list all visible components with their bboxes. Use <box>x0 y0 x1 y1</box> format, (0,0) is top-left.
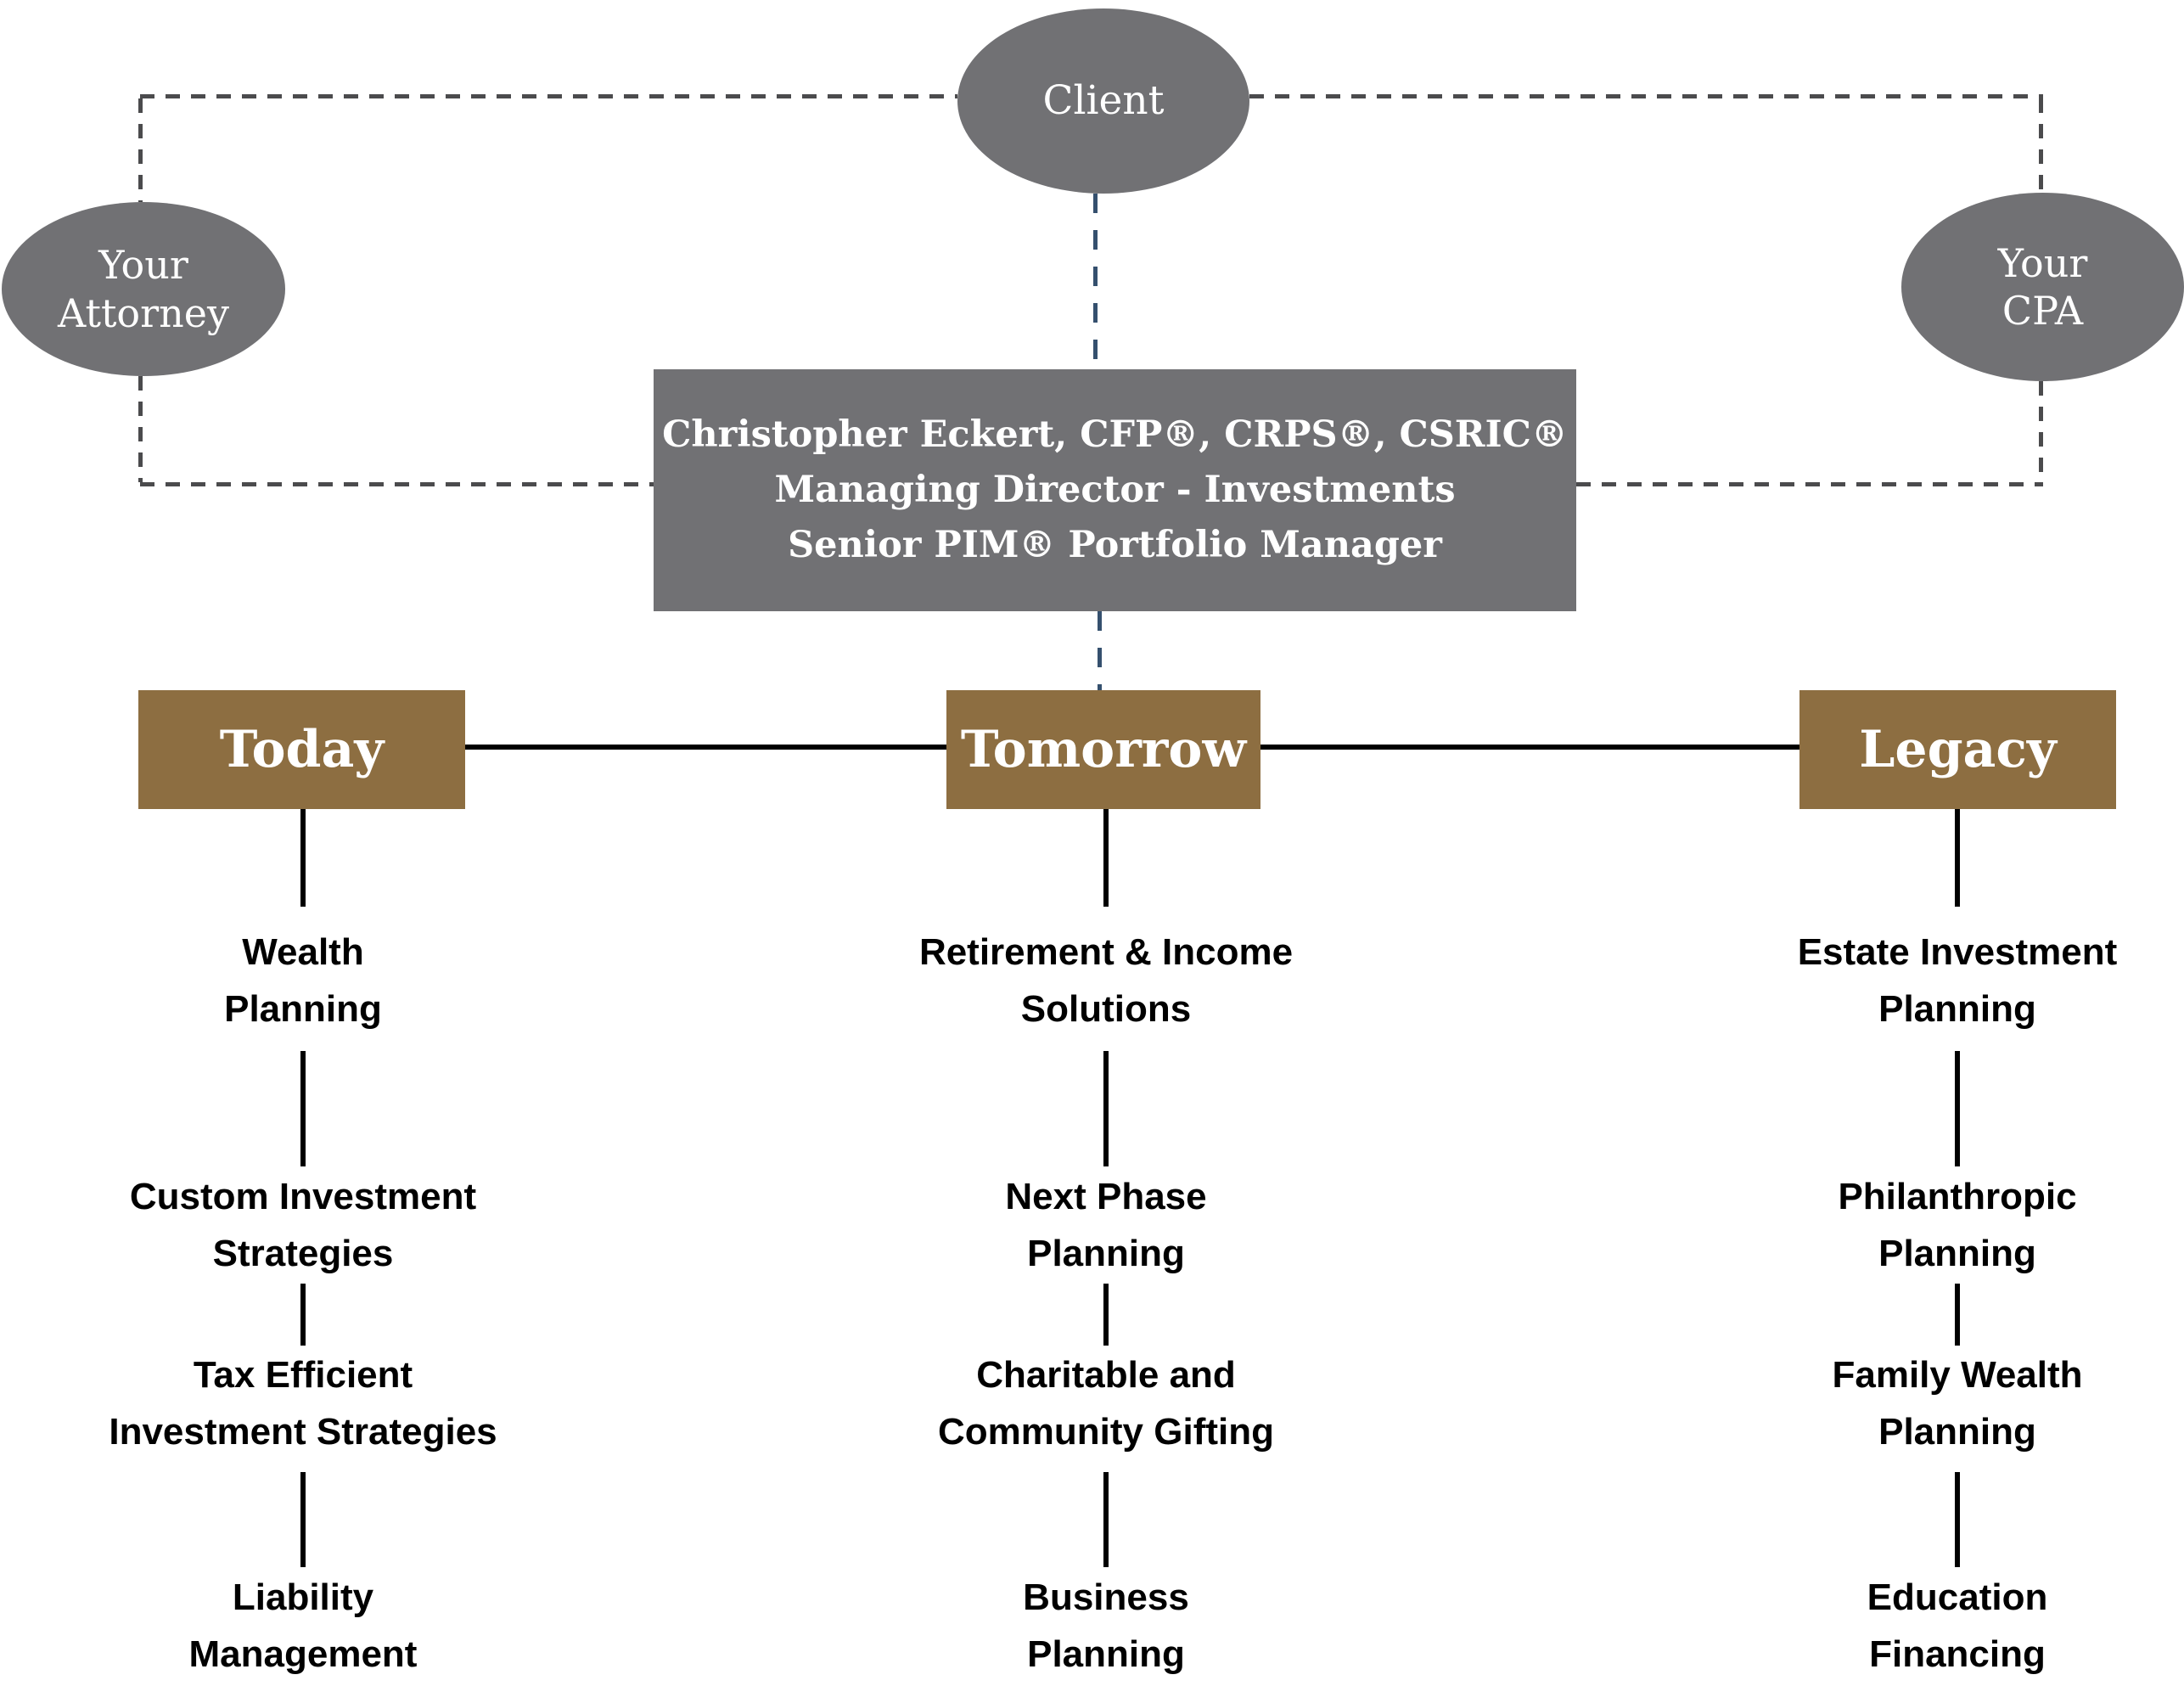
dashed-line-left-upper <box>138 98 143 202</box>
dashed-line-right-lower <box>2039 381 2043 482</box>
dashed-line-mid-right <box>1576 482 2043 486</box>
connector-tomorrow-item2 <box>1103 1051 1109 1166</box>
tomorrow-header-box: Tomorrow <box>946 690 1260 809</box>
dashed-line-left-lower <box>138 376 143 482</box>
today-header-label: Today <box>219 720 385 779</box>
dashed-line-client-advisor <box>1093 194 1098 369</box>
tomorrow-item-business-planning: Business Planning <box>1023 1576 1189 1675</box>
connector-today-item4 <box>300 1472 306 1567</box>
cpa-ellipse: Your CPA <box>1901 193 2184 381</box>
advisor-title: Managing Director - Investments <box>774 469 1456 511</box>
tomorrow-header-label: Tomorrow <box>960 720 1247 779</box>
connector-today-item3 <box>300 1284 306 1346</box>
connector-legacy-item4 <box>1955 1472 1960 1567</box>
legacy-item-education-financing: Education Financing <box>1867 1576 2048 1675</box>
attorney-ellipse: Your Attorney <box>2 202 285 376</box>
cpa-label: Your CPA <box>1997 239 2088 334</box>
tomorrow-item-charitable-gifting: Charitable and Community Gifting <box>938 1354 1274 1453</box>
legacy-item-estate-investment: Estate Investment Planning <box>1797 931 2118 1030</box>
dashed-line-advisor-tomorrow <box>1098 611 1102 690</box>
dashed-line-top-right <box>1249 94 2043 98</box>
tomorrow-item-next-phase: Next Phase Planning <box>1005 1176 1207 1274</box>
connector-tomorrow-item3 <box>1103 1284 1109 1346</box>
connector-tomorrow-item1 <box>1103 809 1109 907</box>
legacy-header-box: Legacy <box>1799 690 2116 809</box>
dashed-line-mid-left <box>140 482 654 486</box>
dashed-line-top-left <box>140 94 957 98</box>
legacy-item-family-wealth: Family Wealth Planning <box>1832 1354 2083 1453</box>
today-item-custom-investment: Custom Investment Strategies <box>129 1176 477 1274</box>
legacy-header-label: Legacy <box>1859 720 2057 779</box>
today-header-box: Today <box>138 690 465 809</box>
line-tomorrow-legacy <box>1260 745 1799 750</box>
connector-legacy-item2 <box>1955 1051 1960 1166</box>
connector-tomorrow-item4 <box>1103 1472 1109 1567</box>
tomorrow-item-retirement-income: Retirement & Income Solutions <box>918 931 1294 1030</box>
dashed-line-right-upper <box>2039 98 2043 193</box>
connector-legacy-item1 <box>1955 809 1960 907</box>
connector-today-item2 <box>300 1051 306 1166</box>
advisor-name-credentials: Christopher Eckert, CFP®, CRPS®, CSRIC® <box>662 413 1568 456</box>
client-label: Client <box>1042 77 1165 125</box>
legacy-item-philanthropic: Philanthropic Planning <box>1838 1176 2077 1274</box>
line-today-tomorrow <box>465 745 946 750</box>
today-item-wealth-planning: Wealth Planning <box>224 931 382 1030</box>
attorney-label: Your Attorney <box>58 242 229 336</box>
connector-legacy-item3 <box>1955 1284 1960 1346</box>
today-item-tax-efficient: Tax Efficient Investment Strategies <box>109 1354 497 1453</box>
client-ellipse: Client <box>957 8 1249 194</box>
today-item-liability-management: Liability Management <box>188 1576 418 1675</box>
advisor-role: Senior PIM® Portfolio Manager <box>788 524 1442 566</box>
advisor-box: Christopher Eckert, CFP®, CRPS®, CSRIC® … <box>654 369 1576 611</box>
connector-today-item1 <box>300 809 306 907</box>
